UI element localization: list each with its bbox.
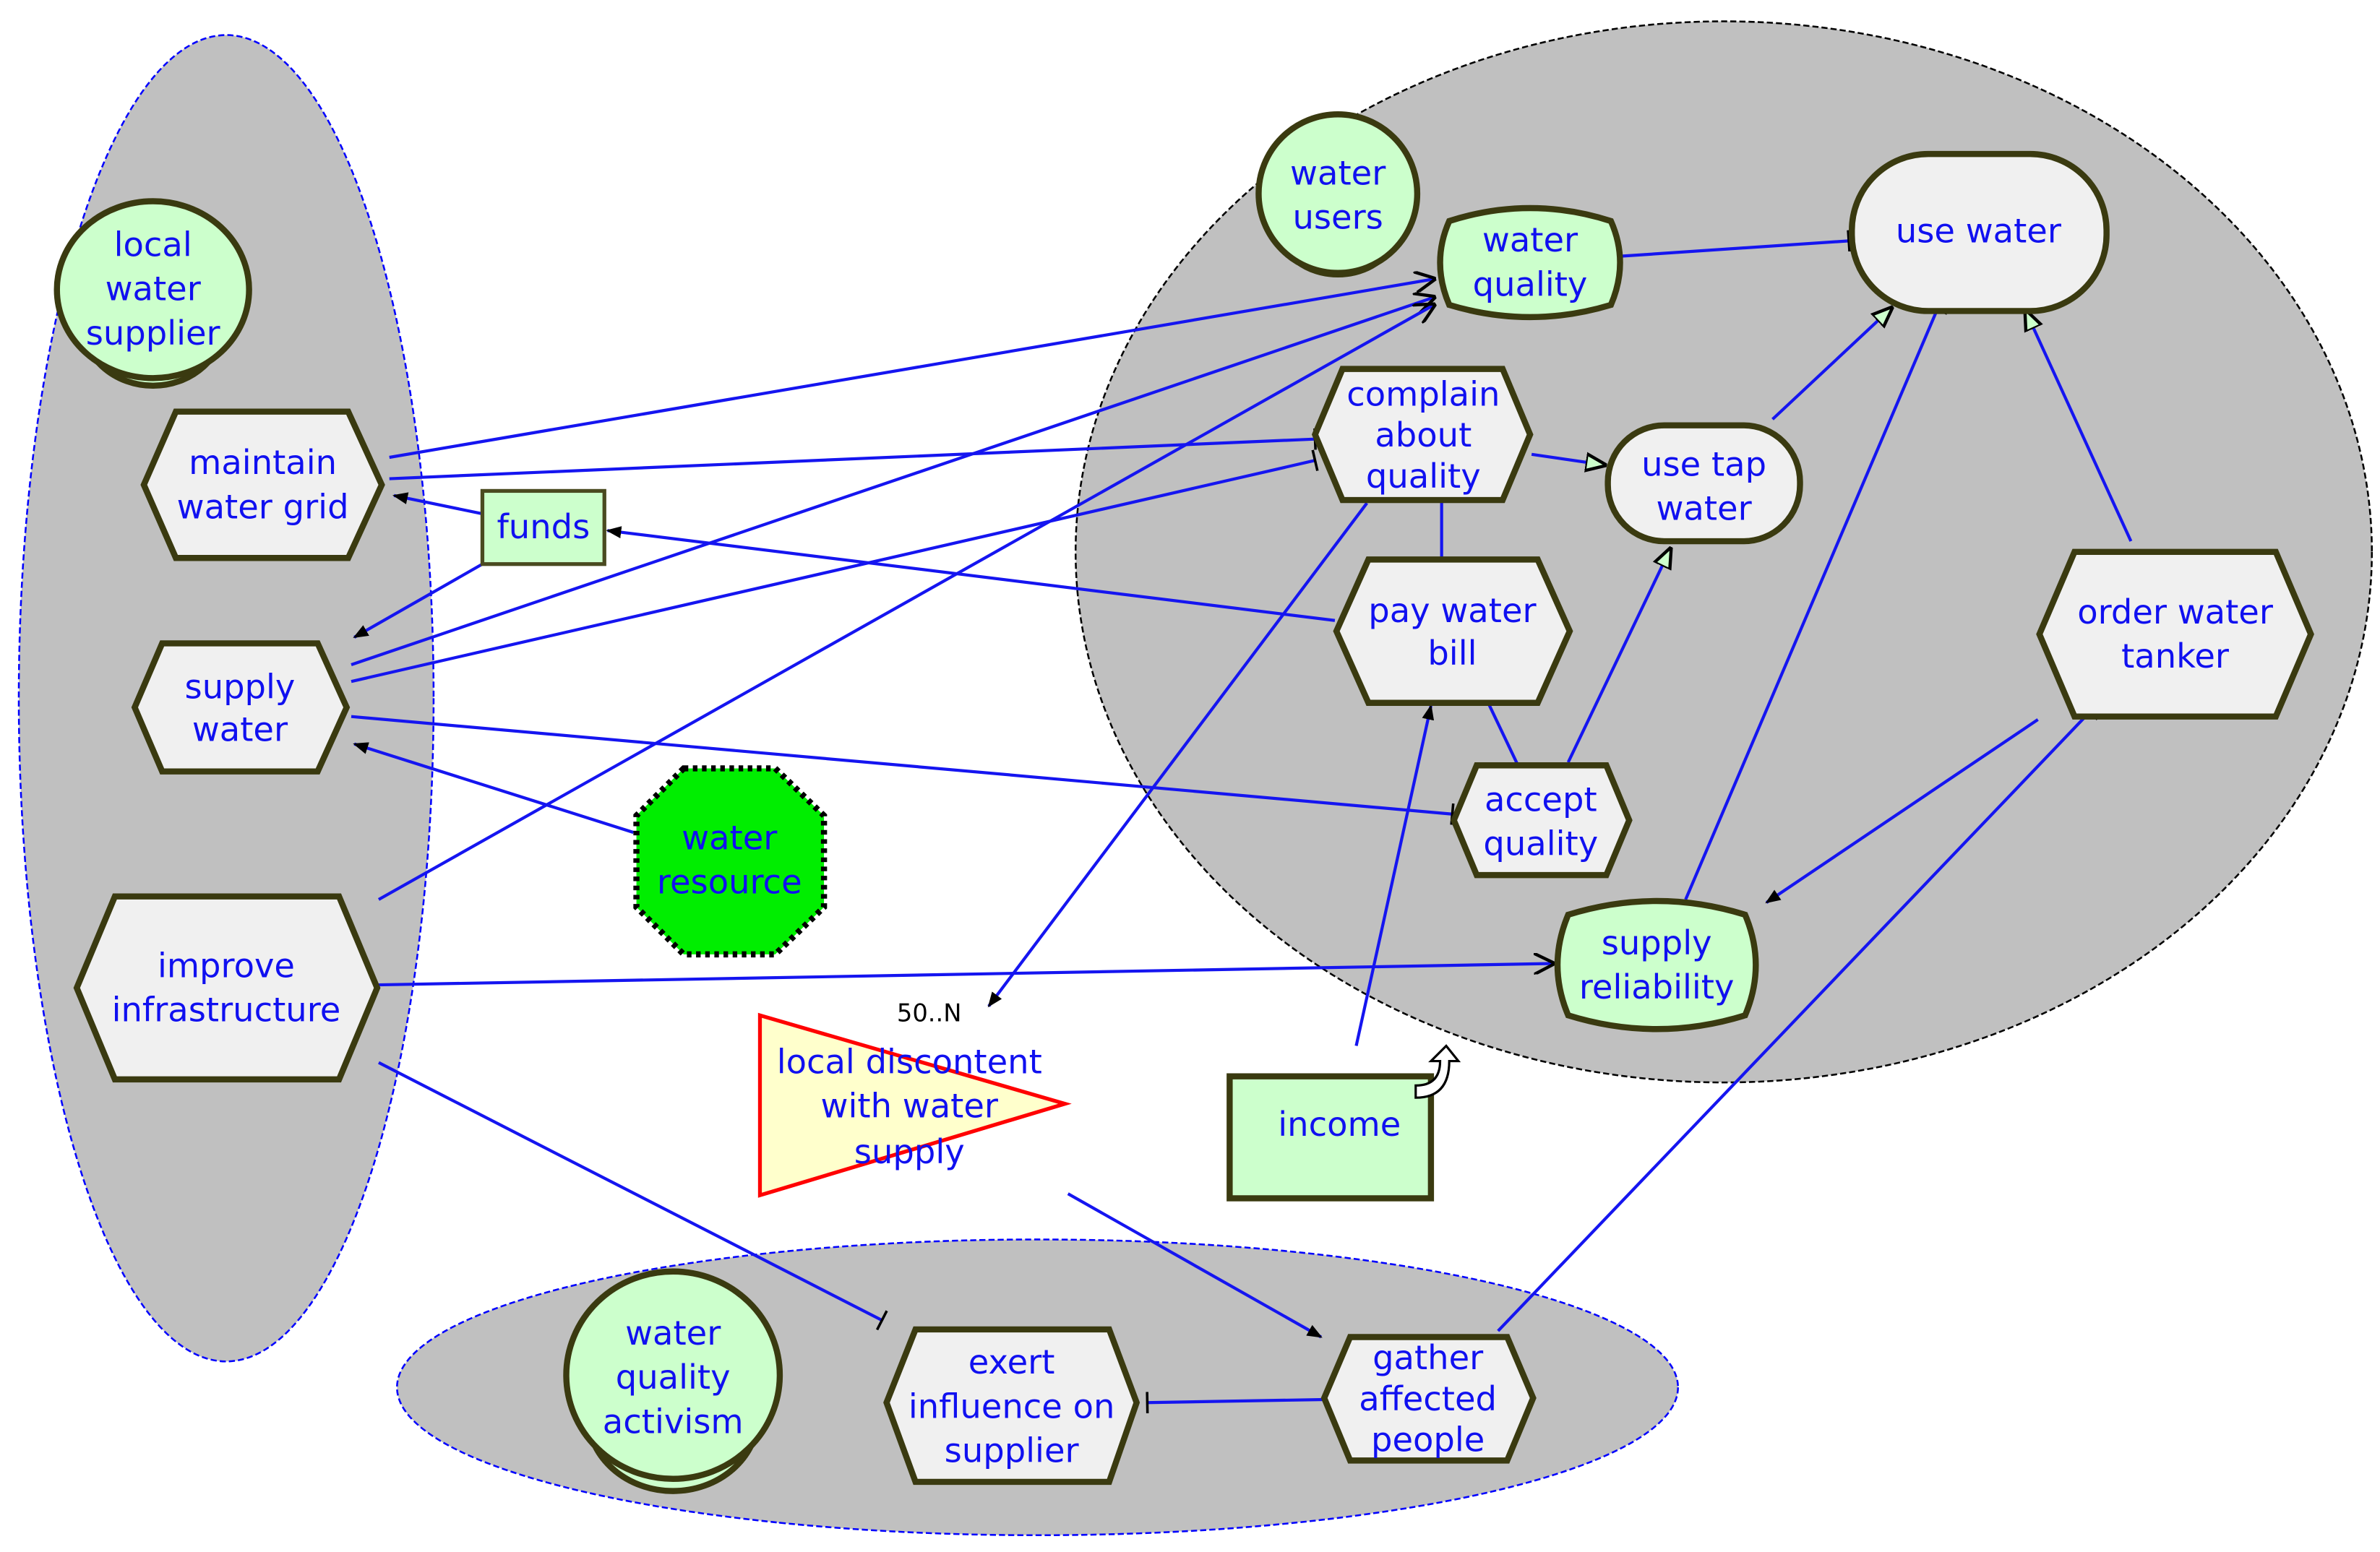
label-line: activism (603, 1402, 744, 1441)
link-reliability-to-usewater[interactable] (1684, 303, 1948, 900)
label-line: gather (1372, 1338, 1484, 1377)
actor-local-water-supplier[interactable]: local water supplier (53, 198, 252, 389)
belief-local-discontent[interactable]: local discontent with water supply (757, 1012, 1072, 1198)
task-complain-about-quality[interactable]: complain about quality (1311, 366, 1534, 504)
label-line: water (1482, 220, 1578, 259)
label-line: quality (1473, 264, 1588, 303)
link-supply-to-complain[interactable] (351, 449, 1319, 684)
svg-text:supplier: supplier (86, 314, 221, 353)
svg-text:water: water (1290, 153, 1386, 192)
label-line: quality (1483, 824, 1598, 863)
svg-text:water: water (625, 1314, 721, 1353)
goal-use-water[interactable]: use water (1849, 150, 2110, 314)
softgoal-water-quality[interactable]: water quality (1437, 204, 1623, 321)
label-line: water (1656, 489, 1752, 528)
actor-water-quality-activism[interactable]: water quality activism (563, 1268, 783, 1494)
label-line: about (1375, 415, 1472, 454)
link-paybill-to-funds[interactable] (606, 526, 1336, 622)
label-line: tanker (2121, 637, 2230, 676)
label-line: supply (854, 1132, 965, 1171)
label-line: water grid (177, 487, 349, 526)
resource-water-resource[interactable]: water resource (633, 765, 828, 958)
task-accept-quality[interactable]: accept quality (1450, 762, 1633, 879)
link-maintain-to-complain[interactable] (389, 428, 1317, 480)
link-income-to-paybill[interactable] (1354, 704, 1435, 1046)
label-line: with water (821, 1087, 999, 1126)
task-improve-infrastructure[interactable]: improve infrastructure (73, 893, 381, 1083)
label-line: supply (1602, 923, 1712, 962)
link-usetap-to-usewater[interactable] (1771, 308, 1892, 421)
link-waterquality-to-usewater[interactable] (1621, 230, 1851, 258)
label-line: resource (657, 862, 802, 901)
link-tanker-to-usewater[interactable] (2026, 311, 2133, 542)
task-pay-water-bill[interactable]: pay water bill (1333, 556, 1573, 706)
link-tanker-to-reliability[interactable] (1765, 718, 2039, 904)
label-line: affected (1359, 1379, 1497, 1418)
label-line: water (625, 1314, 721, 1353)
link-paybill-to-accept[interactable] (1487, 703, 1530, 775)
label-line: infrastructure (112, 991, 341, 1030)
task-gather-affected-people[interactable]: gather affected people (1320, 1334, 1537, 1464)
link-waterresource-to-supply[interactable] (353, 742, 634, 835)
label-line: reliability (1579, 967, 1735, 1006)
task-supply-water[interactable]: supply water (131, 640, 351, 775)
label-line: quality (616, 1358, 731, 1397)
task-maintain-water-grid[interactable]: maintain water grid (140, 408, 385, 561)
link-supply-to-waterquality[interactable] (351, 297, 1434, 666)
label-line: quality (1366, 457, 1481, 496)
link-complain-to-usetap[interactable] (1531, 454, 1604, 465)
label-line: funds (497, 507, 590, 546)
goal-use-tap-water[interactable]: use tap water (1604, 422, 1803, 545)
link-funds-to-supply[interactable] (353, 562, 484, 639)
label-line: water (682, 818, 778, 857)
link-improve-to-exert[interactable] (378, 1061, 888, 1331)
svg-text:water: water (106, 270, 202, 309)
label-line: local discontent (777, 1042, 1042, 1081)
link-improve-to-reliability[interactable] (378, 964, 1553, 987)
label-line: maintain (189, 443, 337, 482)
cardinality-label: 50..N (897, 999, 962, 1027)
label-line: accept (1485, 780, 1597, 819)
link-improve-to-waterquality[interactable] (377, 305, 1434, 901)
label-line: income (1278, 1105, 1401, 1144)
label-line: water (1290, 153, 1386, 192)
label-line: order water (2077, 592, 2274, 631)
svg-text:quality: quality (616, 1358, 731, 1397)
actor-water-users[interactable]: water users (1255, 111, 1421, 278)
link-supply-to-accept[interactable] (351, 715, 1455, 825)
resource-funds[interactable]: funds (480, 488, 606, 566)
task-exert-influence[interactable]: exert influence on supplier (883, 1326, 1140, 1486)
curved-arrow-icon (1414, 1044, 1461, 1099)
resource-income[interactable]: income (1226, 1044, 1461, 1202)
link-complain-to-discontent[interactable] (987, 502, 1368, 1008)
link-maintain-to-waterquality[interactable] (389, 279, 1434, 460)
label-line: influence on (908, 1387, 1115, 1426)
svg-text:local: local (114, 225, 192, 264)
label-line: bill (1427, 634, 1477, 673)
label-line: complain (1346, 374, 1500, 413)
task-order-water-tanker[interactable]: order water tanker (2036, 548, 2314, 720)
label-line: people (1371, 1420, 1485, 1460)
label-line: supplier (945, 1431, 1080, 1470)
label-line: users (1292, 198, 1383, 237)
label-line: supplier (86, 314, 221, 353)
link-gather-to-exert[interactable] (1146, 1392, 1325, 1414)
link-gather-to-tanker[interactable] (1497, 703, 2099, 1332)
svg-text:activism: activism (603, 1402, 744, 1441)
links (351, 230, 2133, 1414)
link-funds-to-maintain[interactable] (392, 492, 483, 516)
label-line: water (192, 710, 288, 749)
label-line: exert (968, 1342, 1055, 1381)
label-line: use tap (1641, 444, 1766, 483)
svg-text:users: users (1292, 198, 1383, 237)
label-line: use water (1896, 211, 2062, 250)
label-line: improve (158, 947, 295, 986)
label-line: local (114, 225, 192, 264)
label-line: supply (185, 667, 296, 706)
softgoal-supply-reliability[interactable]: supply reliability (1554, 897, 1759, 1032)
label-line: water (106, 270, 202, 309)
label-line: pay water (1368, 591, 1537, 630)
link-accept-to-usetap[interactable] (1566, 549, 1670, 763)
link-discontent-to-gather[interactable] (1067, 1192, 1323, 1339)
